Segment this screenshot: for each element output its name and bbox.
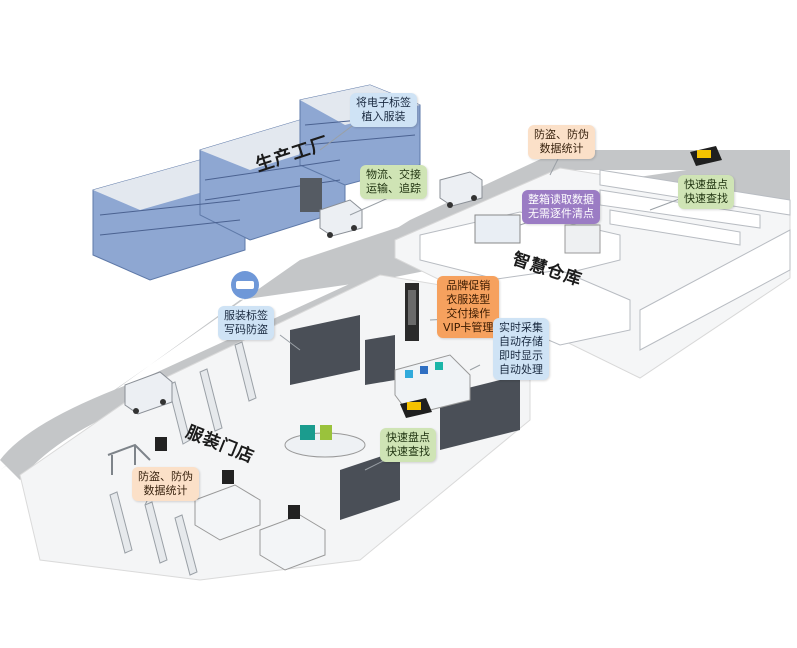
clothing-racks (290, 315, 520, 520)
callout-store-fast: 快速盘点 快速查找 (380, 428, 436, 462)
callout-line: 快速盘点 (684, 178, 728, 191)
callout-garment-label: 服装标签 写码防盗 (218, 306, 274, 340)
callout-line: VIP卡管理 (443, 321, 494, 334)
callout-line: 快速查找 (386, 445, 430, 458)
callout-line: 自动存储 (499, 335, 543, 348)
callout-line: 将电子标签 (356, 96, 411, 109)
warehouse-truck-icon (439, 171, 483, 208)
callout-tag-implant: 将电子标签 植入服装 (350, 93, 417, 127)
callout-line: 写码防盗 (224, 323, 268, 336)
callout-warehouse-fast: 快速盘点 快速查找 (678, 175, 734, 209)
callout-line: 衣服选型 (446, 293, 491, 306)
glass-display-case (394, 354, 471, 416)
display-table (284, 425, 366, 458)
callout-line: 品牌促销 (446, 279, 491, 292)
callout-line: 防盗、防伪 (138, 470, 193, 483)
callout-brand-promo: 品牌促销 衣服选型 交付操作 VIP卡管理 (437, 276, 500, 338)
security-gates (109, 341, 257, 576)
callout-logistics: 物流、交接 运输、追踪 (360, 165, 427, 199)
callout-store-antitheft: 防盗、防伪 数据统计 (132, 467, 199, 501)
kiosk-screen-icon (405, 283, 419, 341)
callout-line: 整箱读取数据 (528, 193, 594, 206)
callout-line: 物流、交接 (366, 168, 421, 181)
callout-line: 自动处理 (499, 363, 543, 376)
callout-warehouse-antitheft: 防盗、防伪 数据统计 (528, 125, 595, 159)
warehouse-conveyor (474, 214, 601, 254)
callout-line: 快速查找 (684, 192, 728, 205)
store-turnstile (107, 443, 151, 475)
callout-line: 服装标签 (224, 309, 268, 322)
callout-line: 数据统计 (539, 142, 584, 155)
factory-truck-icon (319, 199, 363, 238)
callout-line: 即时显示 (499, 349, 543, 362)
callout-line: 防盗、防伪 (534, 128, 589, 141)
callout-line: 运输、追踪 (366, 182, 421, 195)
callout-line: 植入服装 (361, 110, 406, 123)
callout-realtime: 实时采集 自动存储 即时显示 自动处理 (493, 318, 549, 380)
garment-tag-icon (231, 271, 259, 299)
callout-line: 交付操作 (446, 307, 491, 320)
callout-box-read: 整箱读取数据 无需逐件清点 (522, 190, 600, 224)
callout-line: 快速盘点 (386, 431, 430, 444)
handheld-reader-icon (400, 146, 722, 418)
callout-line: 数据统计 (143, 484, 188, 497)
cashier-counters (155, 437, 326, 571)
callout-line: 无需逐件清点 (528, 207, 594, 220)
store-truck-icon (124, 371, 173, 415)
callout-line: 实时采集 (499, 321, 543, 334)
